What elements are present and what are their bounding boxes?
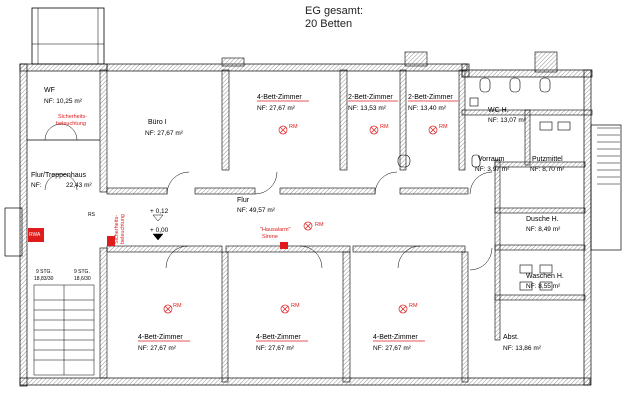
level-label-1: + 0,12 (150, 208, 169, 215)
room-abst-area: NF: 13,86 m² (503, 345, 542, 352)
room-buero-area: NF: 27,67 m² (145, 130, 184, 137)
rs-label: RS (88, 212, 96, 218)
sicherheit-top-2: beleuchtung (56, 121, 86, 127)
room-zimmer2-a-area: NF: 13,53 m² (348, 105, 387, 112)
room-treppenhaus-prefix: NF: (31, 182, 42, 189)
room-zimmer4-b3-area: NF: 27,67 m² (373, 345, 412, 352)
room-flur-name: Flur (237, 197, 250, 204)
header-line-2: 20 Betten (305, 18, 352, 30)
level-marker-icon (152, 214, 164, 222)
door-swings (44, 123, 493, 271)
rwa-label: RWA (29, 232, 41, 238)
stair-right-2: 18,6/30 (74, 276, 91, 282)
room-putzmittel-area: NF: 8,70 m² (530, 166, 565, 173)
room-flur-area: NF: 49,57 m² (237, 207, 276, 214)
room-zimmer2-b-area: NF: 13,40 m² (408, 105, 447, 112)
room-vorraum-name: Vorraum (478, 156, 505, 163)
room-waschen-name: Waschen H. (526, 273, 564, 280)
room-zimmer4-b1-name: 4-Bett-Zimmer (138, 334, 183, 341)
room-zimmer4-b1-area: NF: 27,67 m² (138, 345, 177, 352)
room-vorraum-area: NF: 3,97 m² (475, 166, 510, 173)
rm-label: RM (315, 222, 324, 228)
room-dusche-name: Dusche H. (526, 216, 559, 223)
balcony-top-left (31, 7, 105, 65)
rm-label: RM (291, 303, 300, 309)
room-wf-area: NF: 10,25 m² (44, 98, 83, 105)
room-wc-name: WC H. (488, 107, 509, 114)
stair-right-1: 9 STG. (74, 269, 90, 275)
level-marker-icon (152, 233, 164, 241)
rm-label: RM (173, 303, 182, 309)
room-abst-name: Abst. (503, 334, 519, 341)
rm-label: RM (409, 303, 418, 309)
hausalarm-label-2: Sirene (262, 234, 278, 240)
room-zimmer4-top-area: NF: 27,67 m² (257, 105, 296, 112)
room-wc-area: NF: 13,07 m² (488, 117, 527, 124)
stairs-left (33, 284, 95, 376)
room-zimmer4-top-name: 4-Bett-Zimmer (257, 94, 302, 101)
room-zimmer2-a-name: 2-Bett-Zimmer (348, 94, 393, 101)
rm-label: RM (380, 124, 389, 130)
sicherheit-mid-2: beleuchtung (120, 214, 126, 244)
room-zimmer4-b2-name: 4-Bett-Zimmer (256, 334, 301, 341)
rm-label: RM (439, 124, 448, 130)
level-label-2: + 0,00 (150, 227, 169, 234)
header-line-1: EG gesamt: (305, 5, 363, 17)
room-treppenhaus-area: 22,43 m² (66, 182, 92, 189)
hausalarm-label-1: "Hausalarm" (260, 227, 291, 233)
room-treppenhaus-name: Flur/Treppenhaus (31, 172, 86, 179)
sicherheit-top-1: Sicherheits- (58, 114, 87, 120)
sicherheit-mid-1: Sicherheits- (114, 215, 120, 244)
outer-walls (19, 63, 593, 387)
room-zimmer4-b2-area: NF: 27,67 m² (256, 345, 295, 352)
stairs-right (590, 124, 622, 251)
siren-box (280, 242, 288, 249)
stair-left-1: 9 STG. (36, 269, 52, 275)
room-putzmittel-name: Putzmittel (532, 156, 563, 163)
room-dusche-area: NF: 8,49 m² (526, 226, 561, 233)
alarm-panel (107, 236, 115, 246)
room-waschen-area: NF: 8,55 m² (526, 283, 561, 290)
room-wf-name: WF (44, 87, 55, 94)
rwa-box (28, 228, 44, 242)
room-zimmer2-b-name: 2-Bett-Zimmer (408, 94, 453, 101)
room-zimmer4-b3-name: 4-Bett-Zimmer (373, 334, 418, 341)
room-buero-name: Büro I (148, 119, 167, 126)
sanitary-fixtures (397, 77, 571, 291)
smoke-detectors (163, 125, 438, 314)
rm-label: RM (289, 124, 298, 130)
stair-left-2: 18,83/30 (34, 276, 54, 282)
